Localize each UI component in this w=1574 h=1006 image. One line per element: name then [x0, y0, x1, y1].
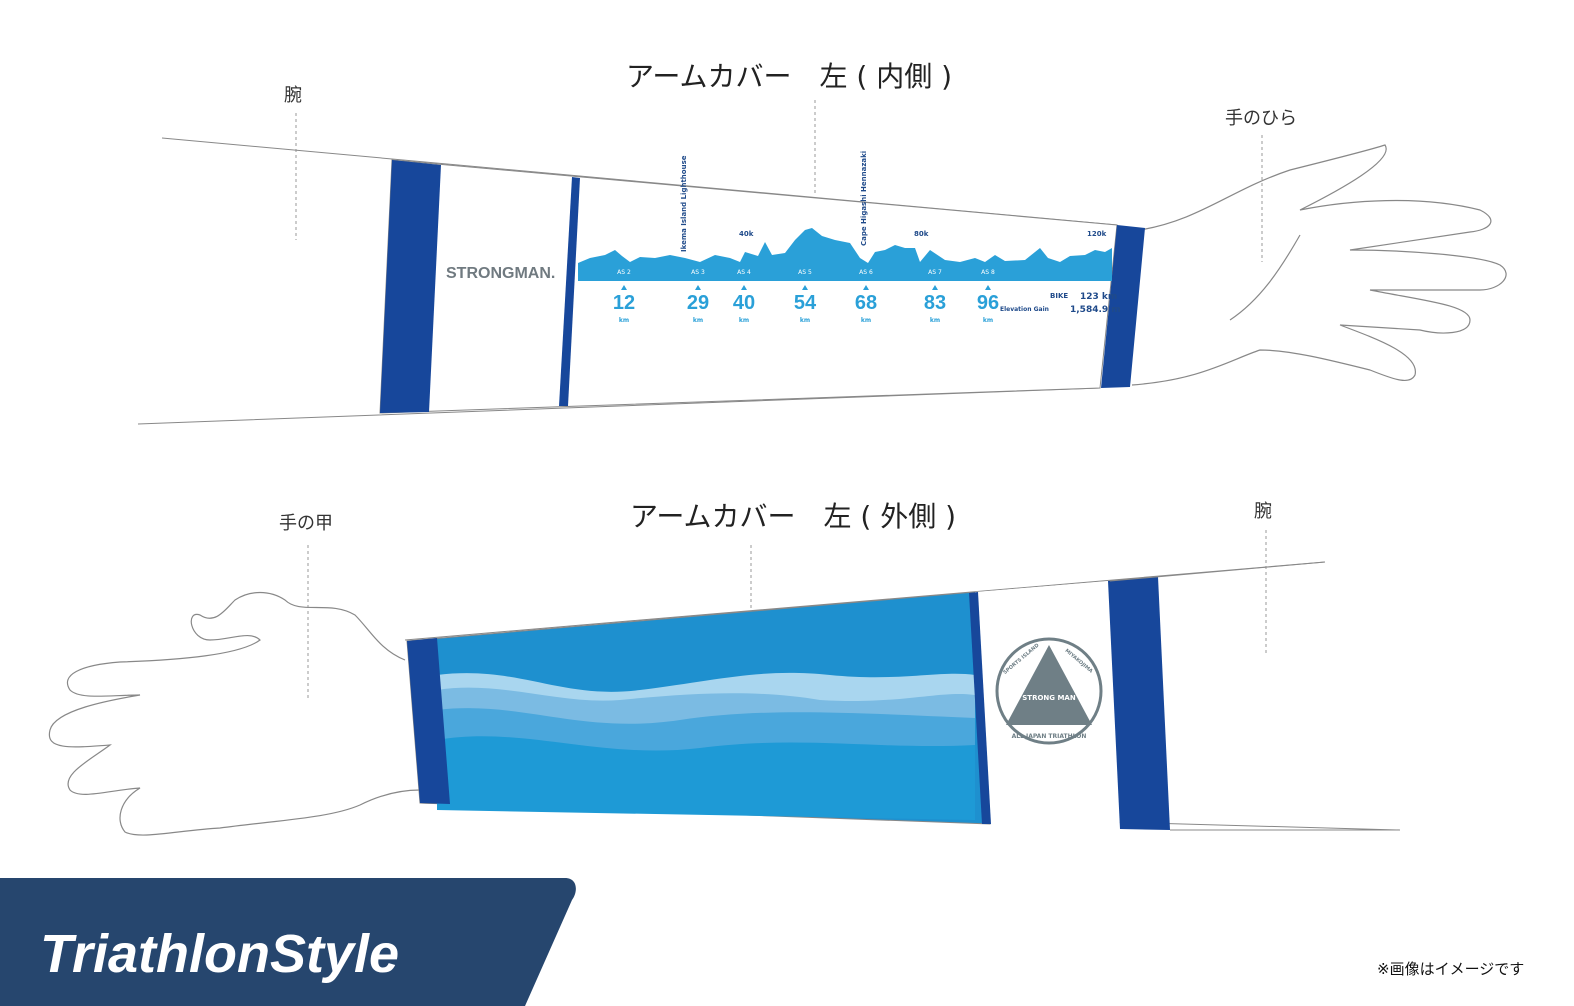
elevation-profile: [578, 228, 1112, 281]
triangle-marker-icon: [985, 285, 991, 290]
palm-outline: [1131, 144, 1507, 386]
hand-outline: [48, 591, 421, 836]
km-unit: km: [739, 317, 749, 324]
image-disclaimer: ※画像はイメージです: [1377, 960, 1524, 978]
bike-value: 123 km: [1080, 292, 1117, 302]
top-title: アームカバー 左 ( 内側 ): [626, 60, 952, 93]
sleeve-body: [379, 159, 1118, 414]
aid-station-label: AS 7: [928, 269, 942, 276]
triangle-marker-icon: [621, 285, 627, 290]
navy-stripe: [969, 592, 991, 824]
km-unit: km: [930, 317, 940, 324]
strongman-emblem: STRONG MAN ALL JAPAN TRIATHLON SPORTS IS…: [995, 637, 1103, 745]
emblem-text: ALL JAPAN TRIATHLON: [1012, 733, 1087, 740]
triangle-marker-icon: [863, 285, 869, 290]
landmark-label: Ikema Island Lighthouse: [680, 155, 688, 252]
arm-outline: [1109, 561, 1400, 831]
km-unit: km: [861, 317, 871, 324]
landmark-label: Cape Higashi Hennazaki: [860, 151, 868, 246]
aid-station-km: 54: [794, 292, 817, 314]
top-label-palm: 手のひら: [1225, 108, 1297, 129]
elevation-value: 1,584.9 m: [1070, 305, 1121, 315]
aid-station-km: 83: [924, 292, 946, 314]
triangle-marker-icon: [695, 285, 701, 290]
wave-pattern: [437, 672, 975, 820]
bike-label: BIKE: [1050, 292, 1068, 300]
top-label-arm: 腕: [284, 85, 302, 106]
distance-tick: 120k: [1087, 230, 1107, 238]
logo-banner: [0, 878, 576, 1006]
navy-band-left: [407, 638, 450, 804]
navy-stripe: [559, 177, 580, 406]
bottom-label-arm: 腕: [1254, 501, 1272, 522]
strongman-brand: STRONGMAN.: [446, 265, 555, 282]
km-unit: km: [619, 317, 629, 324]
aid-station-label: AS 4: [737, 269, 751, 276]
aid-station-km: 12: [613, 292, 635, 314]
km-unit: km: [800, 317, 810, 324]
distance-tick: 80k: [914, 230, 929, 238]
aid-station-label: AS 8: [981, 269, 995, 276]
triangle-marker-icon: [932, 285, 938, 290]
aid-station-km: 96: [977, 292, 999, 314]
bottom-title: アームカバー 左 ( 外側 ): [630, 500, 956, 533]
aid-station-label: AS 5: [798, 269, 812, 276]
aid-station-km: 40: [733, 292, 755, 314]
aid-station-km: 29: [687, 292, 709, 314]
aid-station-km: 68: [855, 292, 877, 314]
navy-band-left: [380, 160, 441, 413]
top-arm-cover: アームカバー 左 ( 内側 ) 腕 手のひら STRONGMAN. AS 2 12…: [137, 60, 1507, 425]
bottom-label-back-of-hand: 手の甲: [279, 513, 333, 534]
elevation-label: Elevation Gain: [1000, 306, 1049, 313]
aid-station-label: AS 6: [859, 269, 873, 276]
emblem-text: STRONG MAN: [1022, 694, 1076, 702]
triangle-marker-icon: [802, 285, 808, 290]
navy-band-right: [1101, 225, 1145, 388]
km-unit: km: [693, 317, 703, 324]
km-unit: km: [983, 317, 993, 324]
triangle-marker-icon: [741, 285, 747, 290]
aid-station-label: AS 2: [617, 269, 631, 276]
bottom-arm-cover: アームカバー 左 ( 外側 ) 手の甲 腕 STRONG MAN ALL JAP…: [48, 500, 1401, 836]
navy-band-right: [1108, 577, 1170, 830]
aid-station-markers: AS 2 12 km AS 3 29 km AS 4 40 km AS 5 54 km AS 6 68 km…: [613, 269, 999, 324]
aid-station-label: AS 3: [691, 269, 705, 276]
distance-tick: 40k: [739, 230, 754, 238]
triathlon-style-logo: TriathlonStyle: [40, 924, 399, 984]
